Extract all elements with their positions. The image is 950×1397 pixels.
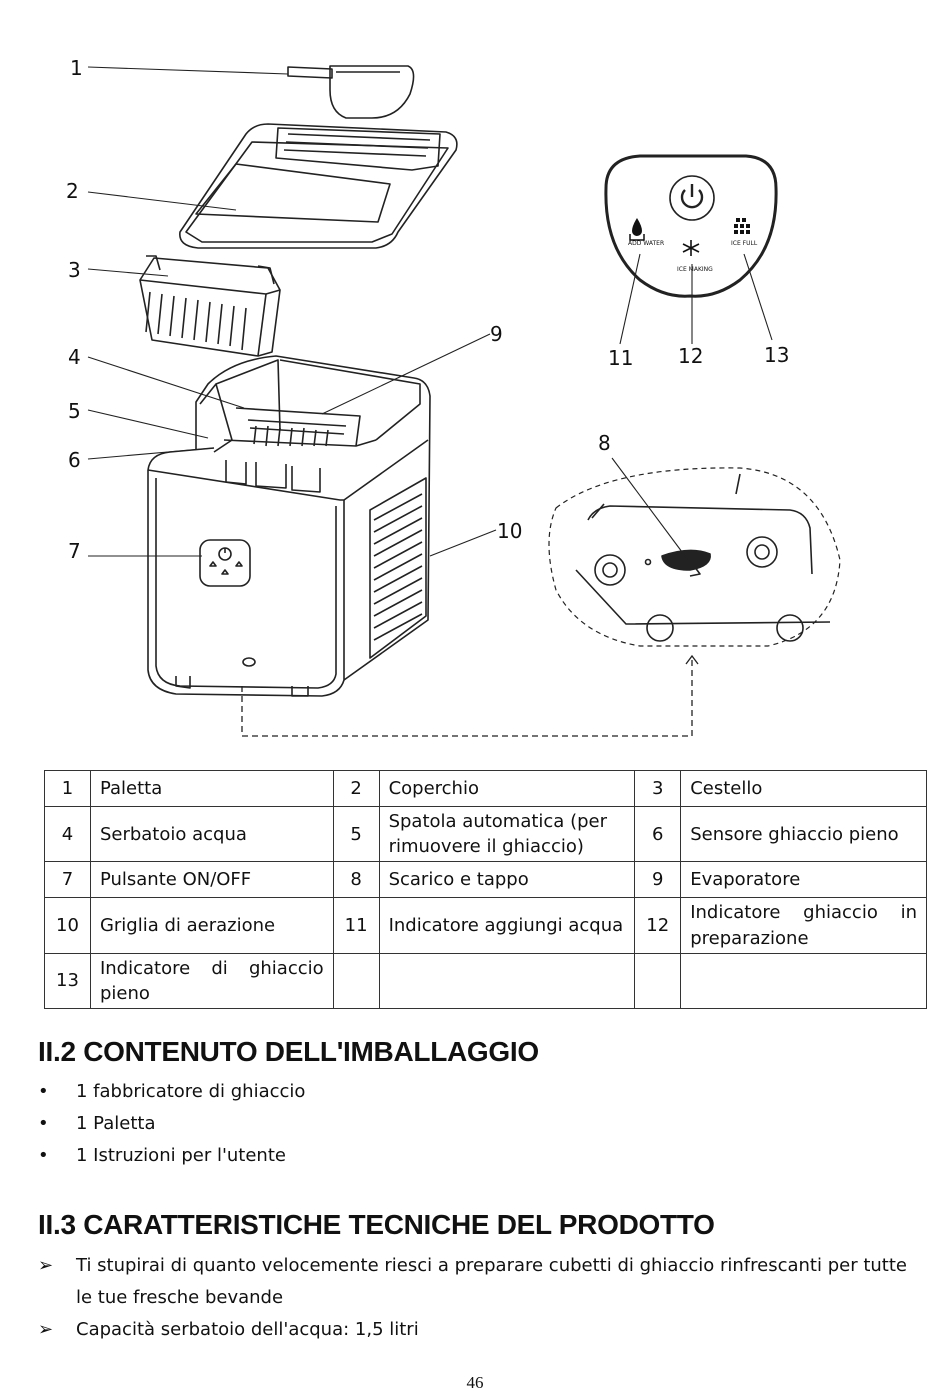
parts-table: 1 Paletta 2 Coperchio 3 Cestello 4 Serba…: [44, 770, 927, 1010]
arrow-bullet-icon: ➢: [38, 1255, 54, 1276]
part-number: 3: [634, 770, 682, 807]
list-item-text: 1 Paletta: [76, 1113, 156, 1134]
drain-detail: [548, 467, 841, 647]
ice-maker-exploded-diagram: ADD WATER ICE MAKING ICE FULL 1 2 3 4 5 …: [66, 56, 841, 737]
list-item-text: Ti stupirai di quanto velocemente riesci…: [76, 1255, 907, 1308]
list-item-text: Capacità serbatoio dell'acqua: 1,5 litri: [76, 1319, 419, 1340]
callout-numbers: 1 2 3 4 5 6 7 8 9 10 11 12 13: [66, 56, 789, 563]
snowflake-icon: [682, 240, 700, 256]
leader-lines: [87, 66, 773, 561]
callout-7: 7: [68, 539, 81, 563]
part-name: [378, 952, 636, 1010]
part-number: 8: [332, 861, 380, 899]
section-title-specs: II.3 CARATTERISTICHE TECNICHE DEL PRODOT…: [38, 1209, 715, 1240]
part-name: Indicatore aggiungi acqua: [378, 897, 636, 954]
part-number: 5: [332, 805, 380, 863]
callout-4: 4: [68, 345, 81, 369]
part-name: Pulsante ON/OFF: [89, 861, 334, 899]
part-name: Indicatore ghiaccio in preparazione: [680, 897, 927, 954]
arrow-bullet-icon: ➢: [38, 1319, 54, 1340]
callout-12: 12: [678, 344, 703, 368]
part-number: 6: [634, 805, 682, 863]
water-drop-icon: [632, 218, 642, 236]
part-number: 12: [634, 897, 682, 954]
table-row: 4 Serbatoio acqua 5 Spatola automatica (…: [44, 805, 927, 863]
callout-13: 13: [764, 343, 789, 367]
part-name: Paletta: [89, 770, 334, 807]
section-title-packaging: II.2 CONTENUTO DELL'IMBALLAGGIO: [38, 1036, 539, 1067]
bullet-icon: •: [38, 1081, 49, 1102]
front-control-panel: [199, 539, 251, 587]
part-name: Griglia di aerazione: [89, 897, 334, 954]
part-number: [634, 952, 682, 1010]
part-number: 11: [332, 897, 380, 954]
connector-arrowhead: [685, 654, 699, 665]
list-item: ➢ Ti stupirai di quanto velocemente riesc…: [38, 1250, 918, 1314]
part-number: 7: [44, 861, 91, 899]
table-row: 1 Paletta 2 Coperchio 3 Cestello: [44, 770, 927, 807]
part-name: Indicatore di ghiaccio pieno: [89, 952, 334, 1010]
part-name: Scarico e tappo: [378, 861, 636, 899]
callout-9: 9: [490, 322, 503, 346]
page-number: 46: [466, 1373, 484, 1392]
callout-8: 8: [598, 431, 611, 455]
part-name: Serbatoio acqua: [89, 805, 334, 863]
ice-cubes-icon: [734, 218, 750, 234]
basket-part: [139, 255, 281, 357]
bullet-icon: •: [38, 1145, 49, 1166]
list-item: ➢ Capacità serbatoio dell'acqua: 1,5 litr…: [38, 1314, 918, 1346]
list-item-text: 1 fabbricatore di ghiaccio: [76, 1081, 306, 1102]
vent-grille-part: [369, 477, 427, 659]
connector-dashed-line: [241, 656, 693, 737]
part-name: Coperchio: [378, 770, 636, 807]
callout-5: 5: [68, 399, 81, 423]
callout-3: 3: [68, 258, 81, 282]
callout-6: 6: [68, 448, 81, 472]
scoop-part: [287, 65, 415, 119]
callout-1: 1: [70, 56, 83, 80]
part-number: 1: [44, 770, 91, 807]
table-row: 13 Indicatore di ghiaccio pieno: [44, 952, 927, 1010]
table-row: 10 Griglia di aerazione 11 Indicatore ag…: [44, 897, 927, 954]
bullet-icon: •: [38, 1113, 49, 1134]
specs-list: ➢ Ti stupirai di quanto velocemente riesc…: [38, 1250, 918, 1346]
callout-10: 10: [497, 519, 522, 543]
part-number: [332, 952, 380, 1010]
lid-part: [179, 123, 458, 249]
packaging-list: • 1 fabbricatore di ghiaccio • 1 Paletta •…: [38, 1076, 305, 1172]
panel-icons: ADD WATER ICE MAKING ICE FULL: [628, 218, 758, 273]
part-name: Spatola automatica (per rimuovere il ghi…: [378, 805, 636, 863]
callout-2: 2: [66, 179, 79, 203]
list-item: • 1 Istruzioni per l'utente: [38, 1140, 305, 1172]
part-name: Cestello: [680, 770, 927, 807]
list-item-text: 1 Istruzioni per l'utente: [76, 1145, 286, 1166]
part-name: Sensore ghiaccio pieno: [680, 805, 927, 863]
panel-label-ice-making: ICE MAKING: [677, 266, 713, 273]
panel-label-add-water: ADD WATER: [628, 240, 664, 247]
list-item: • 1 fabbricatore di ghiaccio: [38, 1076, 305, 1108]
panel-label-ice-full: ICE FULL: [731, 240, 758, 247]
callout-11: 11: [608, 346, 633, 370]
main-body-part: [147, 355, 431, 697]
part-number: 4: [44, 805, 91, 863]
part-name: [680, 952, 927, 1010]
table-row: 7 Pulsante ON/OFF 8 Scarico e tappo 9 Ev…: [44, 861, 927, 899]
part-number: 9: [634, 861, 682, 899]
part-number: 10: [44, 897, 91, 954]
part-number: 2: [332, 770, 380, 807]
part-number: 13: [44, 952, 91, 1010]
control-panel-enlarged: [604, 154, 778, 298]
part-name: Evaporatore: [680, 861, 927, 899]
list-item: • 1 Paletta: [38, 1108, 305, 1140]
